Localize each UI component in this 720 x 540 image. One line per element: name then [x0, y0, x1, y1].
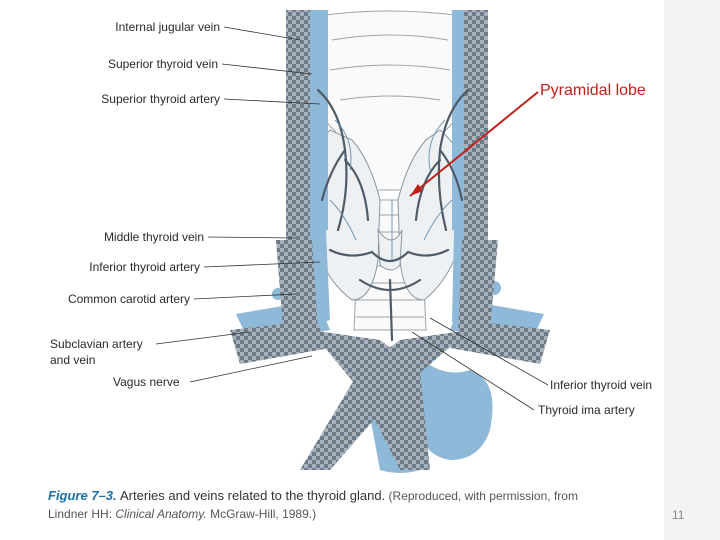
figure-title: Arteries and veins related to the thyroi… [119, 488, 386, 503]
leader-lines-right [411, 317, 549, 411]
label-middle-thyroid-vein: Middle thyroid vein [103, 230, 204, 244]
arteries [230, 10, 550, 470]
figure-credit-author: Lindner HH: [48, 507, 113, 521]
label-vagus-nerve: Vagus nerve [113, 375, 180, 389]
leader-lines-left [155, 26, 321, 383]
pyramidal-lobe-arrow [409, 91, 539, 197]
page-edge [664, 0, 720, 540]
label-internal-jugular-vein: Internal jugular vein [115, 20, 220, 34]
label-subclavian-and-vein: and vein [50, 353, 96, 367]
label-inferior-thyroid-vein: Inferior thyroid vein [550, 378, 653, 392]
thyroid-branches [316, 88, 470, 342]
figure-credit-book: Clinical Anatomy. [115, 507, 207, 521]
label-common-carotid-artery: Common carotid artery [67, 292, 190, 306]
label-superior-thyroid-artery: Superior thyroid artery [101, 92, 220, 106]
label-thyroid-ima-artery: Thyroid ima artery [538, 403, 635, 417]
page-number: 11 [672, 508, 685, 522]
label-superior-thyroid-vein: Superior thyroid vein [107, 57, 218, 71]
figure-number: Figure 7–3. [48, 488, 117, 503]
label-subclavian-artery: Subclavian artery [50, 337, 143, 351]
figure-credit-publisher: McGraw-Hill, 1989.) [210, 507, 317, 521]
pyramidal-lobe-callout: Pyramidal lobe [540, 82, 646, 99]
thyroid-fine-vessels [329, 119, 453, 260]
figure-credit: (Reproduced, with permission, from [388, 489, 578, 503]
figure-caption: Figure 7–3. Arteries and veins related t… [48, 487, 688, 523]
label-inferior-thyroid-artery: Inferior thyroid artery [89, 260, 200, 274]
